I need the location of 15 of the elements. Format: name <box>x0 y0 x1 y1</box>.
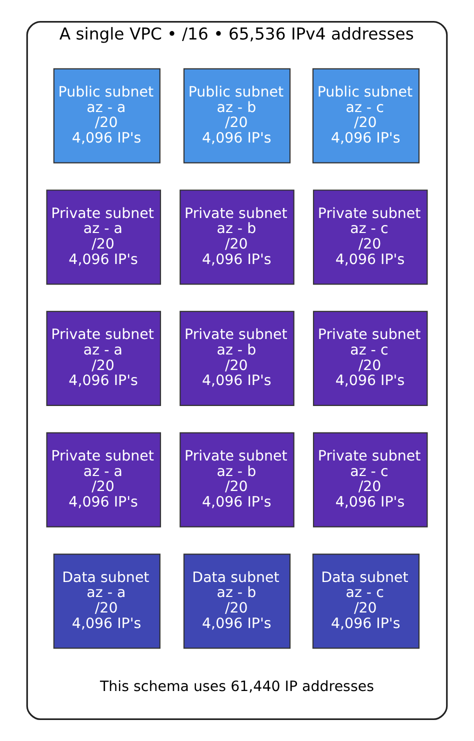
node-box: Private subnet az - b /20 4,096 IP's <box>180 310 294 406</box>
node-box: Public subnet az - c /20 4,096 IP's <box>312 68 420 164</box>
node-box: Private subnet az - a /20 4,096 IP's <box>46 310 162 406</box>
node-box: Private subnet az - a /20 4,096 IP's <box>46 190 162 285</box>
node-box: Public subnet az - a /20 4,096 IP's <box>53 68 160 164</box>
node-box: Private subnet az - c /20 4,096 IP's <box>312 190 428 285</box>
node-box: Data subnet az - a /20 4,096 IP's <box>53 554 160 649</box>
node-box: Private subnet az - c /20 4,096 IP's <box>312 432 428 528</box>
node-box: Data subnet az - b /20 4,096 IP's <box>183 554 291 649</box>
node-box: Private subnet az - a /20 4,096 IP's <box>46 432 162 528</box>
node-box: Public subnet az - b /20 4,096 IP's <box>183 68 291 164</box>
node-box: Private subnet az - c /20 4,096 IP's <box>312 310 428 406</box>
node-box: Private subnet az - b /20 4,096 IP's <box>180 190 294 285</box>
node-box: Private subnet az - b /20 4,096 IP's <box>180 432 294 528</box>
node-box: Data subnet az - c /20 4,096 IP's <box>312 554 420 649</box>
